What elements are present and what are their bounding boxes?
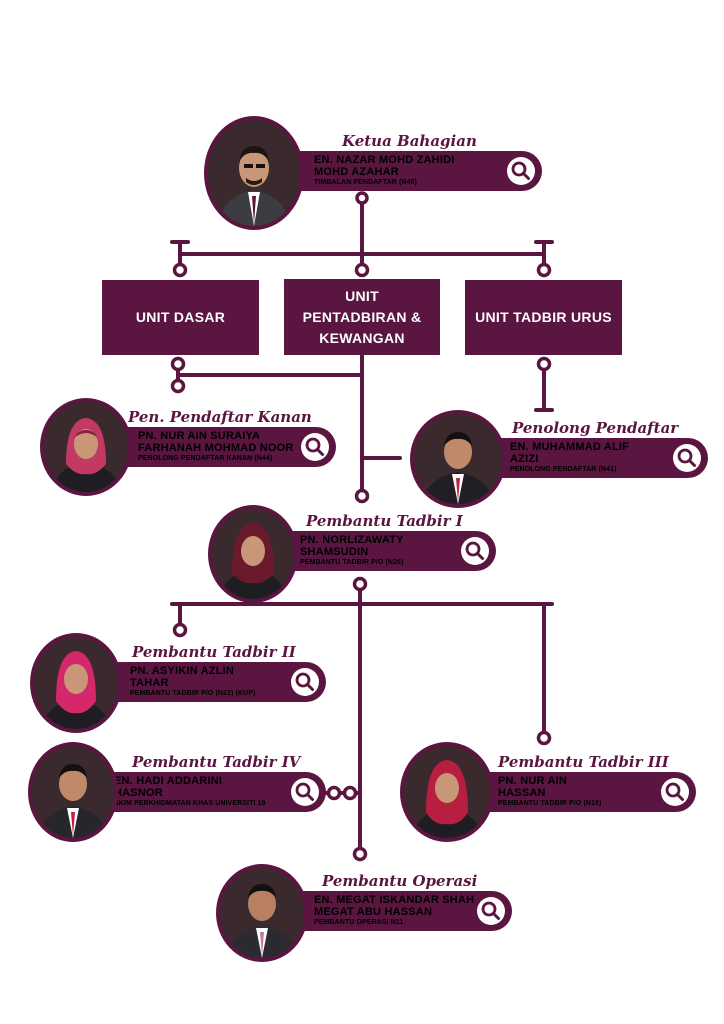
card-bar xyxy=(458,772,696,812)
card-pembantu-tadbir-2: Pembantu Tadbir II PN. ASYIKIN AZLIN TAH… xyxy=(90,643,326,702)
name-line1: PN. NUR AIN SURAIYA xyxy=(138,430,261,442)
person-woman-icon xyxy=(404,746,490,838)
photo-pembantu-operasi xyxy=(216,864,308,962)
name-line2: FARHANAH MOHMAD NOOR xyxy=(138,441,294,454)
position: PEMBANTU TADBIR P/O (N26) xyxy=(300,559,404,567)
search-icon xyxy=(665,782,684,801)
name-line2: TAHAR xyxy=(130,676,169,689)
card-bar xyxy=(90,662,326,702)
unit-pentadbiran-line2: PENTADBIRAN & xyxy=(302,308,422,325)
name-line2: AZIZI xyxy=(510,452,539,465)
search-button[interactable] xyxy=(673,444,701,472)
card-title: Ketua Bahagian xyxy=(342,132,477,150)
position: SKIM PERKHIDMATAN KHAS UNIVERSITI 19 xyxy=(114,800,266,808)
unit-pentadbiran-line1: UNIT xyxy=(345,287,379,304)
search-icon xyxy=(305,437,324,456)
card-title: Pembantu Tadbir II xyxy=(132,643,296,661)
name-line1: PN. ASYIKIN AZLIN xyxy=(130,665,235,677)
search-button[interactable] xyxy=(661,778,689,806)
person-man-icon xyxy=(32,746,114,838)
name-line2: MEGAT ABU HASSAN xyxy=(314,905,433,918)
card-title: Pembantu Tadbir III xyxy=(498,753,669,771)
search-button[interactable] xyxy=(507,157,535,185)
card-bar xyxy=(470,438,708,478)
search-button[interactable] xyxy=(291,668,319,696)
photo-pembantu-tadbir-1 xyxy=(208,505,298,603)
search-icon xyxy=(295,782,314,801)
name-line1: EN. MUHAMMAD ALIF xyxy=(510,441,630,453)
photo-pembantu-tadbir-4 xyxy=(28,742,118,842)
photo-pembantu-tadbir-3 xyxy=(400,742,494,842)
search-button[interactable] xyxy=(477,897,505,925)
card-pembantu-tadbir-4: Pembantu Tadbir IV EN. HADI ADDARINI HAS… xyxy=(90,753,326,812)
position: PEMBANTU OPERASI N11 xyxy=(314,919,404,927)
search-icon xyxy=(465,541,484,560)
search-button[interactable] xyxy=(461,537,489,565)
person-woman-icon xyxy=(34,637,118,729)
search-button[interactable] xyxy=(301,433,329,461)
position: PEMBANTU TADBIR P/O (N19) xyxy=(498,800,602,808)
card-title: Penolong Pendaftar xyxy=(512,419,679,437)
photo-pendaftar-kanan xyxy=(40,398,132,496)
name-line1: EN. NAZAR MOHD ZAHIDI xyxy=(314,154,455,166)
position: PENOLONG PENDAFTAR KANAN (N44) xyxy=(138,455,273,463)
unit-tadbir-urus-box: UNIT TADBIR URUS xyxy=(465,280,622,355)
name-line1: EN. MEGAT ISKANDAR SHAH xyxy=(314,894,475,906)
search-icon xyxy=(677,448,696,467)
card-title: Pembantu Tadbir IV xyxy=(132,753,301,771)
position: TIMBALAN PENDAFTAR (N48) xyxy=(314,179,417,187)
card-bar xyxy=(100,427,336,467)
person-man-icon xyxy=(220,868,304,958)
card-pembantu-operasi: Pembantu Operasi EN. MEGAT ISKANDAR SHAH… xyxy=(270,872,512,931)
card-bar xyxy=(270,891,512,931)
card-pembantu-tadbir-3: Pembantu Tadbir III PN. NUR AIN HASSAN P… xyxy=(458,753,696,812)
name-line1: PN. NUR AIN xyxy=(498,775,568,787)
unit-dasar-box: UNIT DASAR xyxy=(102,280,259,355)
card-title: Pen. Pendaftar Kanan xyxy=(128,408,312,426)
card-title: Pembantu Operasi xyxy=(322,872,478,890)
photo-ketua-bahagian xyxy=(204,116,304,230)
position: PEMBANTU TADBIR P/O (N22) (KUP) xyxy=(130,690,256,698)
name-line2: HASNOR xyxy=(114,786,163,799)
name-line2: HASSAN xyxy=(498,786,546,799)
name-line1: EN. HADI ADDARINI xyxy=(114,775,223,787)
unit-pentadbiran-box: UNIT PENTADBIRAN & KEWANGAN xyxy=(284,279,440,355)
unit-tadbir-urus-label: UNIT TADBIR URUS xyxy=(475,309,612,325)
person-woman-icon xyxy=(212,509,294,599)
card-title: Pembantu Tadbir I xyxy=(306,512,463,530)
name-line2: SHAMSUDIN xyxy=(300,545,369,558)
unit-pentadbiran-line3: KEWANGAN xyxy=(319,329,405,346)
search-icon xyxy=(295,672,314,691)
person-man-icon xyxy=(414,414,502,504)
search-icon xyxy=(481,901,500,920)
person-man-icon xyxy=(208,120,300,226)
card-penolong-pendaftar: Penolong Pendaftar EN. MUHAMMAD ALIF AZI… xyxy=(470,419,708,478)
unit-dasar-label: UNIT DASAR xyxy=(135,309,226,325)
card-bar xyxy=(90,772,326,812)
search-button[interactable] xyxy=(291,778,319,806)
name-line1: PN. NORLIZAWATY xyxy=(300,534,404,546)
name-line2: MOHD AZAHAR xyxy=(314,165,399,178)
photo-pembantu-tadbir-2 xyxy=(30,633,122,733)
photo-penolong-pendaftar xyxy=(410,410,506,508)
card-pendaftar-kanan: Pen. Pendaftar Kanan PN. NUR AIN SURAIYA… xyxy=(100,408,336,467)
search-icon xyxy=(511,161,530,180)
person-woman-icon xyxy=(44,402,128,492)
position: PENOLONG PENDAFTAR (N41) xyxy=(510,466,617,474)
